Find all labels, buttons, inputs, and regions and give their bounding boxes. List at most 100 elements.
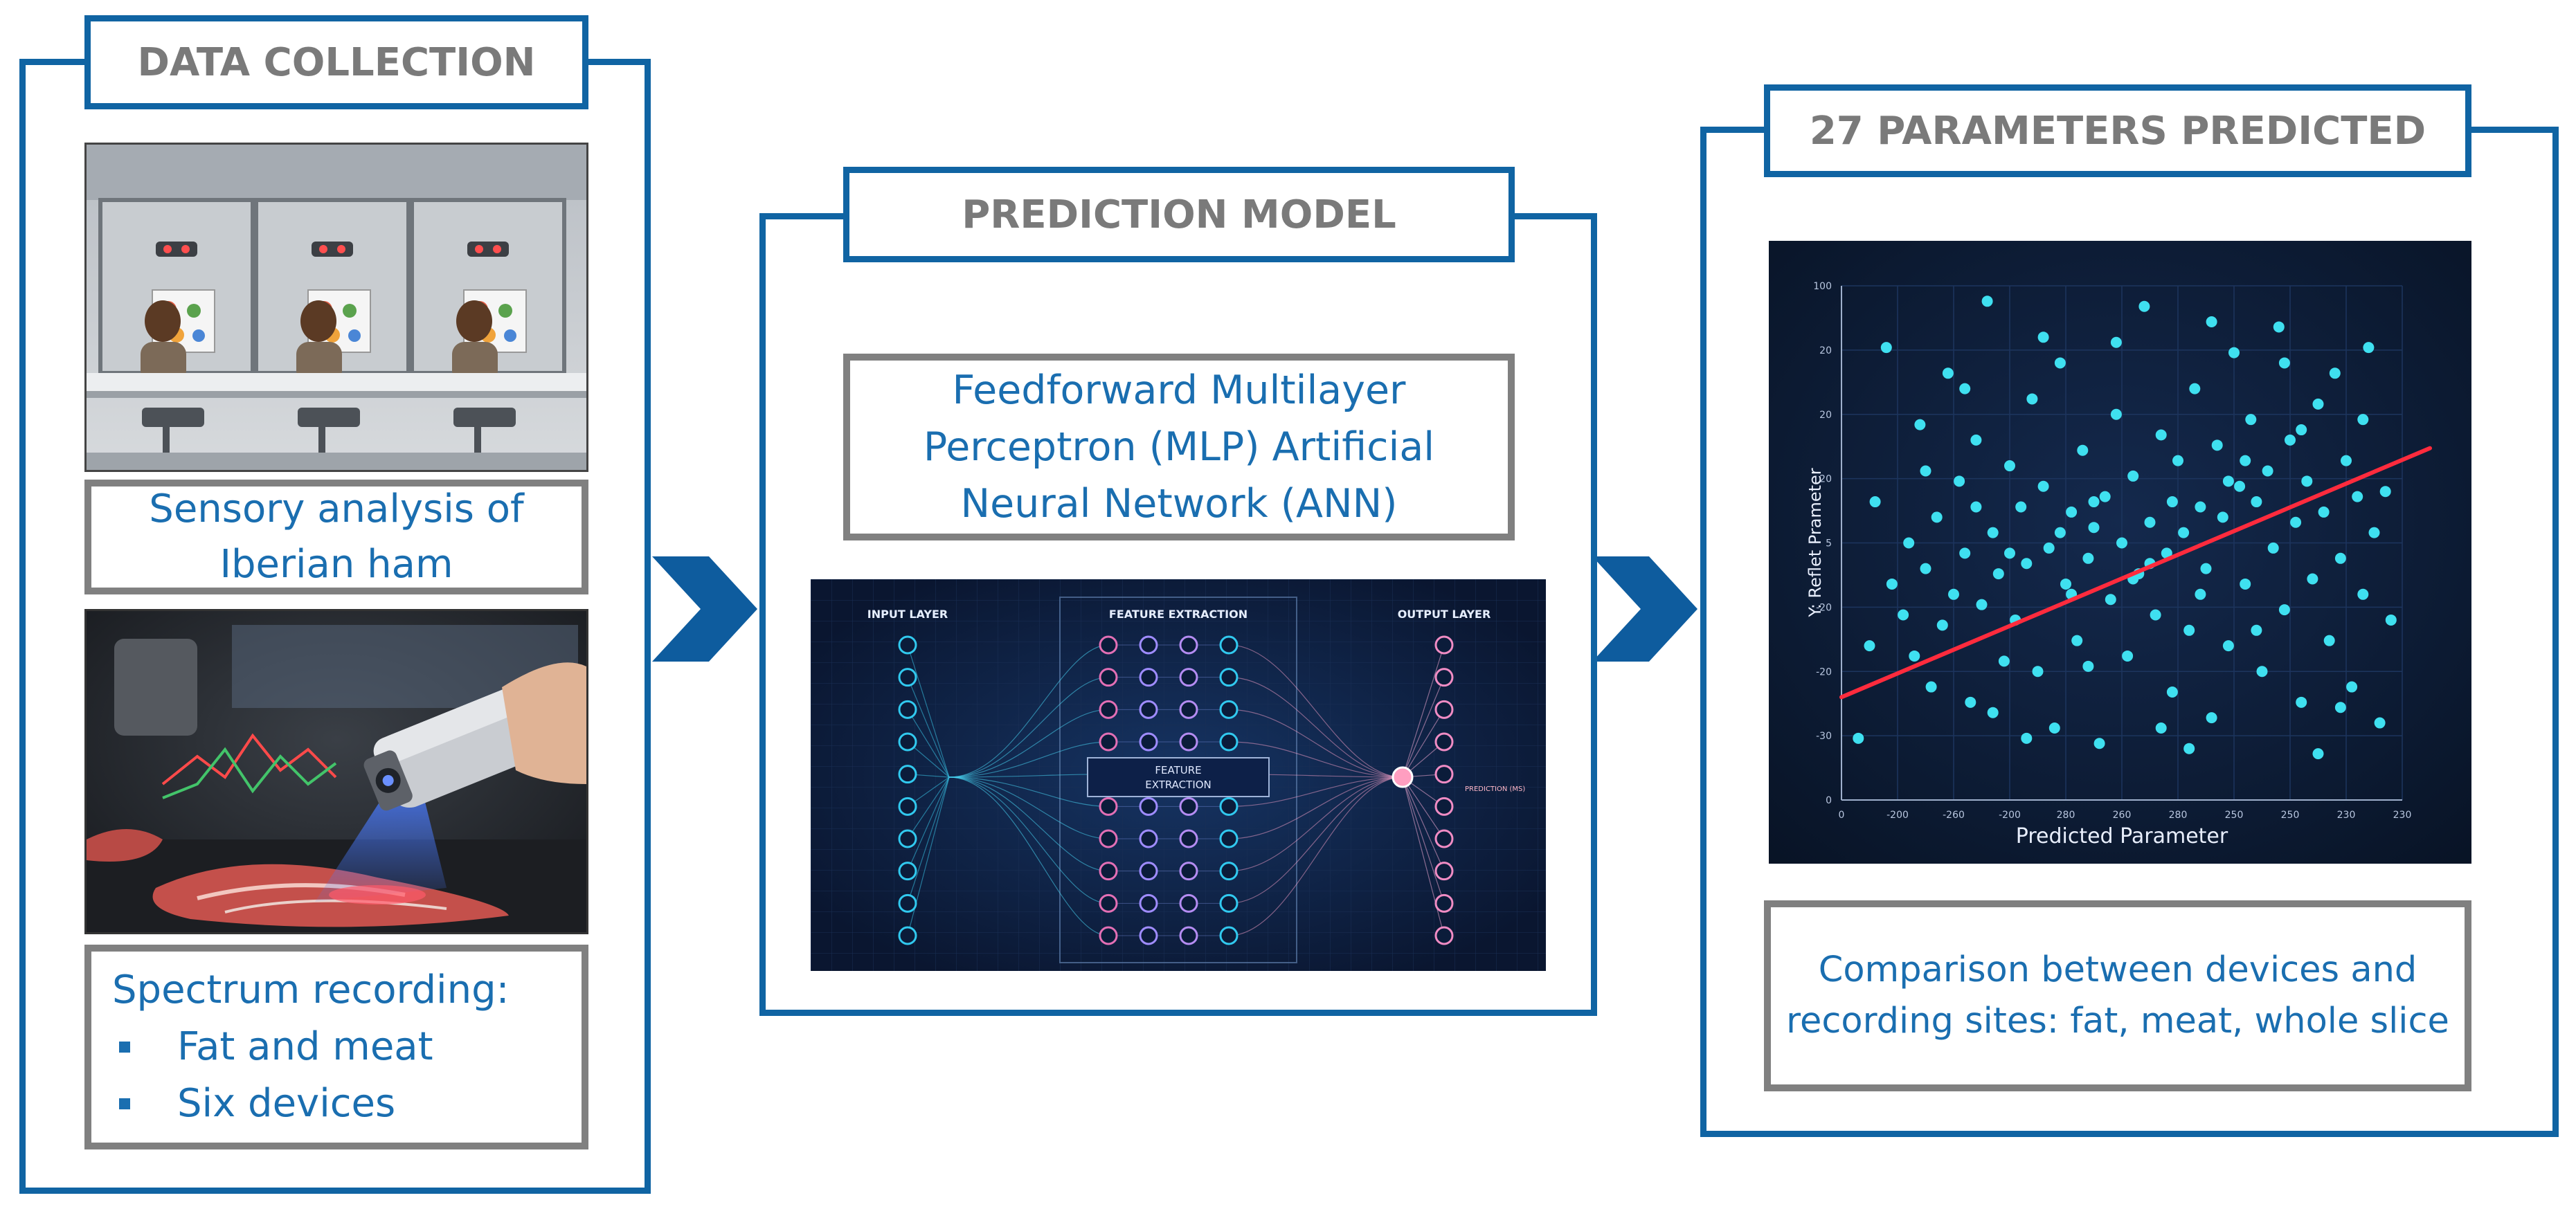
- scatter-point: [2127, 470, 2139, 482]
- scatter-point: [2015, 501, 2027, 513]
- bullet-square-icon: [119, 1098, 130, 1109]
- nn-center-label-2: EXTRACTION: [1145, 779, 1212, 791]
- scatter-point: [2334, 552, 2346, 564]
- nn-node: [1434, 765, 1454, 784]
- nn-node: [1099, 862, 1118, 881]
- nn-node: [1139, 829, 1158, 848]
- x-tick-label: 250: [2225, 810, 2244, 821]
- scatter-point: [1936, 619, 1948, 631]
- scatter-point: [2385, 614, 2397, 626]
- scatter-point: [1954, 475, 1965, 487]
- scatter-point: [2318, 506, 2330, 518]
- scatter-point: [2267, 542, 2279, 554]
- nn-node: [1219, 862, 1239, 881]
- x-tick-label: 0: [1839, 810, 1845, 821]
- scatter-point: [2166, 686, 2178, 698]
- scatter-point: [1914, 419, 1926, 430]
- scatter-point: [2026, 393, 2038, 405]
- scatter-point: [1898, 609, 1909, 621]
- scatter-point: [2155, 429, 2167, 441]
- scatter-point: [1853, 732, 1864, 744]
- scatter-point: [2178, 527, 2190, 538]
- nn-node: [1139, 926, 1158, 945]
- scatter-point: [2323, 635, 2335, 646]
- scatter-point: [2357, 414, 2369, 426]
- nn-node: [1219, 732, 1239, 752]
- x-tick-label: -200: [1886, 810, 1909, 821]
- scatter-point: [2334, 702, 2346, 713]
- nn-node: [1179, 732, 1198, 752]
- nn-node: [1219, 668, 1239, 687]
- nn-node: [1434, 635, 1454, 655]
- scatter-point: [2037, 331, 2049, 343]
- nn-node: [1179, 862, 1198, 881]
- scatter-point: [1880, 342, 1892, 354]
- scatter-point: [2172, 455, 2183, 466]
- scatter-point: [1909, 650, 1920, 662]
- nn-node: [898, 732, 917, 752]
- scatter-point: [2206, 712, 2217, 724]
- comparison-line-2: recording sites: fat, meat, whole slice: [1786, 1001, 2449, 1042]
- scatter-point: [2217, 511, 2228, 523]
- nn-node: [1139, 635, 1158, 655]
- sensory-analysis-box: Sensory analysis of Iberian ham: [84, 480, 588, 594]
- nn-node: [898, 893, 917, 913]
- nn-node: [898, 926, 917, 945]
- scatter-point: [1970, 501, 1982, 513]
- model-description-box: Feedforward Multilayer Perceptron (MLP) …: [843, 354, 1515, 540]
- y-tick-label: 100: [1813, 281, 1832, 292]
- scatter-point: [2195, 588, 2206, 600]
- scatter-point: [2004, 547, 2015, 559]
- scatter-point: [1931, 511, 1943, 523]
- nn-node: [1179, 668, 1198, 687]
- scatter-point: [2138, 300, 2150, 312]
- nn-node: [1179, 926, 1198, 945]
- bullet-square-icon: [119, 1042, 130, 1053]
- y-tick-label: 20: [1819, 345, 1832, 356]
- scatter-point: [1886, 578, 1898, 590]
- scatter-point: [2150, 609, 2161, 621]
- nn-node: [1179, 893, 1198, 913]
- nn-node: [1434, 829, 1454, 848]
- scatter-point: [2357, 588, 2369, 600]
- x-tick-label: 250: [2281, 810, 2300, 821]
- nn-node: [1099, 893, 1118, 913]
- scatter-point: [2122, 650, 2134, 662]
- nn-input-layer-label: INPUT LAYER: [867, 608, 948, 621]
- scatter-point: [2004, 460, 2015, 472]
- scatter-point: [2352, 491, 2363, 502]
- scatter-point: [2206, 316, 2217, 328]
- scatter-point: [2166, 496, 2178, 508]
- y-tick-label: 20: [1819, 474, 1832, 485]
- nn-center-label-1: FEATURE: [1155, 764, 1201, 776]
- trend-line: [1839, 446, 2432, 700]
- nn-node: [1219, 700, 1239, 719]
- scatter-point: [2251, 496, 2262, 508]
- nn-node: [1219, 829, 1239, 848]
- scatter-point: [2021, 558, 2033, 570]
- nn-node: [1434, 797, 1454, 816]
- chart-y-axis-label: Y: Reflet Prameter: [1805, 468, 1825, 617]
- scatter-point: [2099, 491, 2111, 502]
- scatter-point: [2088, 522, 2100, 534]
- nn-node: [1099, 700, 1118, 719]
- model-description-line-3: Neural Network (ANN): [960, 481, 1398, 527]
- nn-node: [1219, 893, 1239, 913]
- sensory-analysis-line-1: Sensory analysis of: [149, 487, 524, 531]
- x-tick-label: 230: [2393, 810, 2412, 821]
- spectrum-recording-box: Spectrum recording: Fat and meat Six dev…: [84, 945, 588, 1149]
- x-tick-label: -200: [1999, 810, 2021, 821]
- scatter-point: [2043, 542, 2055, 554]
- spectrum-item-label: Fat and meat: [177, 1024, 433, 1069]
- nn-node: [1219, 797, 1239, 816]
- scatter-point: [2093, 738, 2105, 749]
- x-tick-label: 280: [2057, 810, 2075, 821]
- scatter-point: [1864, 640, 1875, 652]
- nn-node: [1219, 926, 1239, 945]
- nn-node: [1099, 732, 1118, 752]
- comparison-line-1: Comparison between devices and: [1818, 949, 2417, 990]
- scatter-point: [2116, 537, 2127, 549]
- scatter-point: [1987, 527, 1999, 538]
- parameters-title: 27 PARAMETERS PREDICTED: [1764, 84, 2471, 177]
- scatter-point: [1959, 383, 1971, 394]
